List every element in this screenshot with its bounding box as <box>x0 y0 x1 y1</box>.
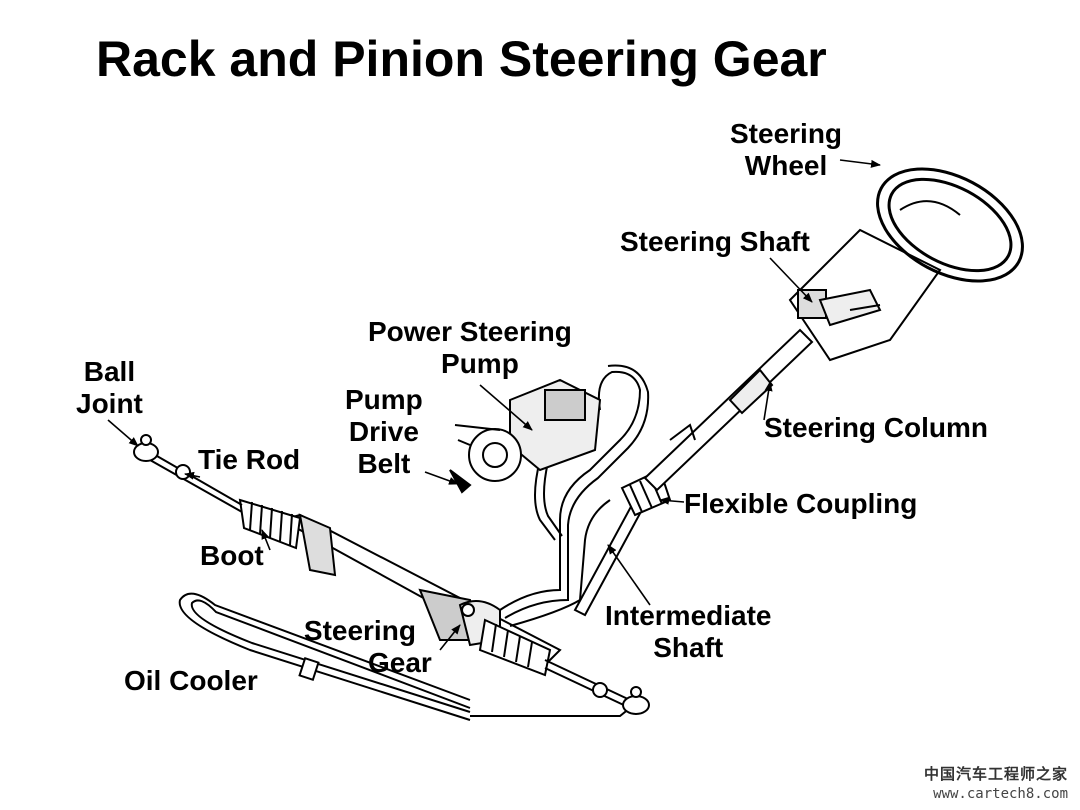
column-housing-drawing <box>788 228 942 362</box>
label-power-steering-pump: Power Steering Pump <box>368 316 572 379</box>
left-boot-drawing <box>238 498 302 550</box>
intermediate-shaft-drawing <box>573 468 672 617</box>
left-tie-rod-drawing <box>133 434 243 513</box>
watermark-url: www.cartech8.com <box>933 786 1068 802</box>
right-boot-drawing <box>478 618 552 677</box>
label-oil-cooler: Oil Cooler <box>124 665 258 696</box>
label-pump-drive-belt: Pump Drive Belt <box>345 384 423 479</box>
right-tie-rod-drawing <box>544 659 650 715</box>
power-steering-pump-drawing <box>449 378 602 494</box>
watermark-chinese: 中国汽车工程师之家 <box>923 765 1068 783</box>
steering-column-drawing <box>643 328 814 492</box>
label-intermediate-shaft: Intermediate Shaft <box>605 600 772 663</box>
label-flexible-coupling: Flexible Coupling <box>684 488 918 519</box>
page-title: Rack and Pinion Steering Gear <box>96 31 827 87</box>
label-tie-rod: Tie Rod <box>198 444 301 475</box>
label-steering-column: Steering Column <box>764 412 989 443</box>
steering-wheel-drawing <box>876 167 1024 283</box>
label-ball-joint: Ball Joint <box>76 356 143 419</box>
label-steering-wheel: Steering Wheel <box>730 118 843 181</box>
leader-lines <box>107 159 881 651</box>
label-boot: Boot <box>200 540 264 571</box>
label-steering-gear: Steering Gear <box>303 615 432 678</box>
label-steering-shaft: Steering Shaft <box>620 226 810 257</box>
